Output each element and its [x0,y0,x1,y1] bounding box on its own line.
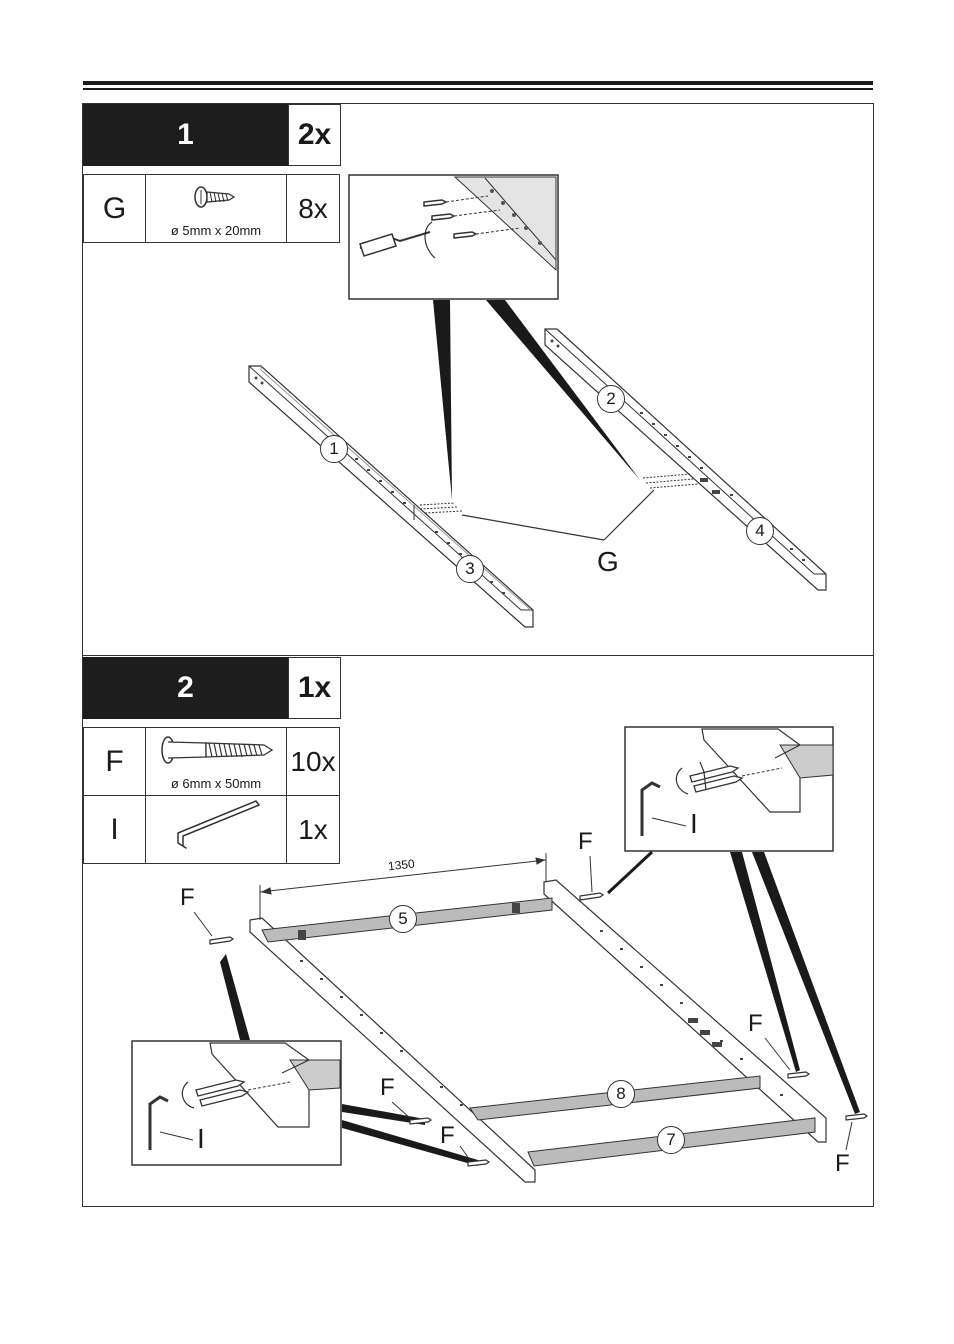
part-code: F [83,727,146,796]
dimension-value: 1350 [387,856,416,874]
fastener-label-f: F [748,1010,763,1037]
step2-detail-inset-right [624,726,834,852]
part-quantity: 10x [286,727,340,796]
header-rule-thick [83,81,873,85]
step1-screws [419,473,699,514]
part-code: I [83,795,146,864]
pointer-wedge [342,1104,425,1125]
step1-parts-table: G ø 5mm x 20mm 8x [83,174,340,243]
part-row-i: I 1x [83,795,340,864]
part-row-g: G ø 5mm x 20mm 8x [83,174,340,243]
pointer-wedge [730,852,800,1072]
header-rule-thin [83,88,873,90]
pointer-wedge [752,852,860,1114]
step1-header: 1 2x [83,104,341,166]
dimension-line [259,853,547,920]
step2-multiplier: 1x [288,657,341,719]
fastener-label-f: F [380,1074,395,1101]
fastener-label-f: F [835,1150,850,1177]
allen-key-icon [177,800,260,849]
step2-detail-inset-left [131,1040,342,1166]
step1-number: 1 [83,104,288,166]
fastener-label-f: F [180,884,195,911]
part-image: ø 5mm x 20mm [145,174,287,243]
part-callout-3: 3 [456,555,484,583]
rail-left [248,365,534,628]
pointer-wedge [342,1120,478,1166]
part-dimension: ø 6mm x 50mm [170,776,262,791]
part-quantity: 8x [286,174,340,243]
fastener-leader [461,489,655,541]
part-image: ø 6mm x 50mm [145,727,287,796]
part-dimension: ø 5mm x 20mm [170,223,262,238]
fastener-label-g: G [597,546,619,577]
part-callout-8: 8 [607,1080,635,1108]
fastener-label-f: F [440,1122,455,1149]
part-quantity: 1x [286,795,340,864]
part-callout-2: 2 [597,385,625,413]
part-callout-5: 5 [389,905,417,933]
pointer-wedge [433,300,452,500]
step2-parts-table: F ø 6mm x 50mm 10x I 1x [83,727,340,864]
tool-label-i: I [197,1123,205,1154]
part-callout-1: 1 [320,435,348,463]
fastener-label-f: F [578,828,593,855]
pointer-line [606,850,654,895]
part-image [145,795,287,864]
part-callout-7: 7 [657,1126,685,1154]
pointer-wedge [220,954,250,1040]
part-row-f: F ø 6mm x 50mm 10x [83,727,340,796]
step2-header: 2 1x [83,657,341,719]
step1-detail-inset [348,174,559,300]
pointer-wedge [486,300,640,480]
bolt-icon [161,736,274,764]
step-divider [82,655,874,656]
step2-number: 2 [83,657,288,719]
step1-multiplier: 2x [288,104,341,166]
part-callout-4: 4 [746,517,774,545]
tool-label-i: I [690,808,698,839]
wood-screw-icon [194,186,236,208]
rail-right [544,328,827,591]
